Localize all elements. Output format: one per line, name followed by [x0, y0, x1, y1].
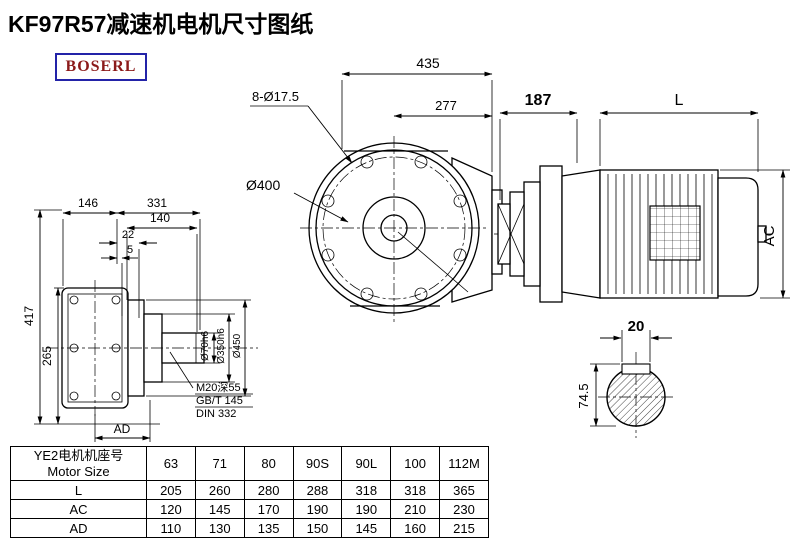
dim-745-label: 74.5 — [576, 383, 591, 408]
table-cell: 120 — [146, 499, 196, 519]
table-cell: 318 — [341, 480, 392, 500]
dim-265-label: 265 — [40, 346, 54, 366]
table-cell: 135 — [243, 518, 294, 538]
flange-dia-label: Ø400 — [246, 177, 280, 193]
brand-logo: BOSERL — [55, 53, 147, 81]
table-cell: 365 — [439, 480, 489, 500]
bolt-holes-label: 8-Ø17.5 — [252, 89, 299, 104]
table-row-AC: AC 120 145 170 190 190 210 230 — [10, 499, 489, 519]
size-col-90l: 90L — [341, 446, 392, 481]
shaft-cross-section: 20 74.5 — [576, 318, 674, 438]
flange-od-label: Ø450 — [232, 333, 243, 358]
dim-AC-label: AC — [761, 225, 778, 246]
table-cell: 280 — [243, 480, 294, 500]
row-label: AC — [10, 499, 147, 519]
bolt-circle-label: Ø350h6 — [216, 328, 227, 364]
table-cell: 150 — [292, 518, 343, 538]
size-col-71: 71 — [194, 446, 245, 481]
dim-331-label: 331 — [147, 196, 167, 210]
size-col-90s: 90S — [292, 446, 343, 481]
table-cell: 230 — [439, 499, 489, 519]
motor-size-label-en: Motor Size — [47, 463, 110, 479]
table-cell: 288 — [292, 480, 343, 500]
dim-277-label: 277 — [435, 98, 457, 113]
dim-435-label: 435 — [416, 55, 440, 71]
table-cell: 145 — [194, 499, 245, 519]
page-title: KF97R57减速机电机尺寸图纸 — [8, 11, 314, 37]
table-row-L: L 205 260 280 288 318 318 365 — [10, 480, 489, 500]
table-cell: 260 — [194, 480, 245, 500]
dim-22-label: 22 — [122, 229, 134, 241]
thread-spec-label: M20深55 — [196, 381, 241, 394]
dim-20-label: 20 — [628, 318, 645, 335]
dim-5-label: 5 — [127, 244, 133, 256]
table-cell: 145 — [341, 518, 392, 538]
motor-size-label-cn: YE2电机机座号 — [33, 447, 124, 463]
size-col-63: 63 — [146, 446, 196, 481]
motor-side-view: 187 L AC — [494, 92, 790, 303]
row-label: L — [10, 480, 147, 500]
row-label: AD — [10, 518, 147, 538]
table-cell: 130 — [194, 518, 245, 538]
standard-din-label: DIN 332 — [196, 408, 236, 420]
table-cell: 210 — [390, 499, 441, 519]
motor-size-header-cell: YE2电机机座号 Motor Size — [10, 446, 147, 481]
dim-187-label: 187 — [525, 92, 552, 109]
dim-140-label: 140 — [150, 211, 170, 225]
gearbox-side-view: 146 331 140 22 5 417 265 — [22, 196, 258, 442]
dim-L-label: L — [675, 92, 684, 109]
table-cell: 205 — [146, 480, 196, 500]
table-cell: 190 — [292, 499, 343, 519]
table-cell: 110 — [146, 518, 196, 538]
table-cell: 318 — [390, 480, 441, 500]
dim-417-label: 417 — [22, 306, 36, 326]
size-col-80: 80 — [243, 446, 294, 481]
size-col-112m: 112M — [439, 446, 489, 481]
shaft-dia-label: Ø70h6 — [200, 331, 211, 361]
flange-front-view: 435 277 8-Ø17.5 Ø400 — [246, 55, 503, 322]
dim-146-label: 146 — [78, 196, 98, 210]
table-header-row: YE2电机机座号 Motor Size 63 71 80 90S 90L 100… — [10, 446, 489, 481]
size-col-100: 100 — [390, 446, 441, 481]
table-row-AD: AD 110 130 135 150 145 160 215 — [10, 518, 489, 538]
table-cell: 170 — [243, 499, 294, 519]
table-cell: 215 — [439, 518, 489, 538]
motor-size-table: YE2电机机座号 Motor Size 63 71 80 90S 90L 100… — [10, 446, 489, 538]
dim-ad-label: AD — [114, 422, 131, 436]
standard-gbt-label: GB/T 145 — [196, 395, 243, 407]
table-cell: 190 — [341, 499, 392, 519]
table-cell: 160 — [390, 518, 441, 538]
